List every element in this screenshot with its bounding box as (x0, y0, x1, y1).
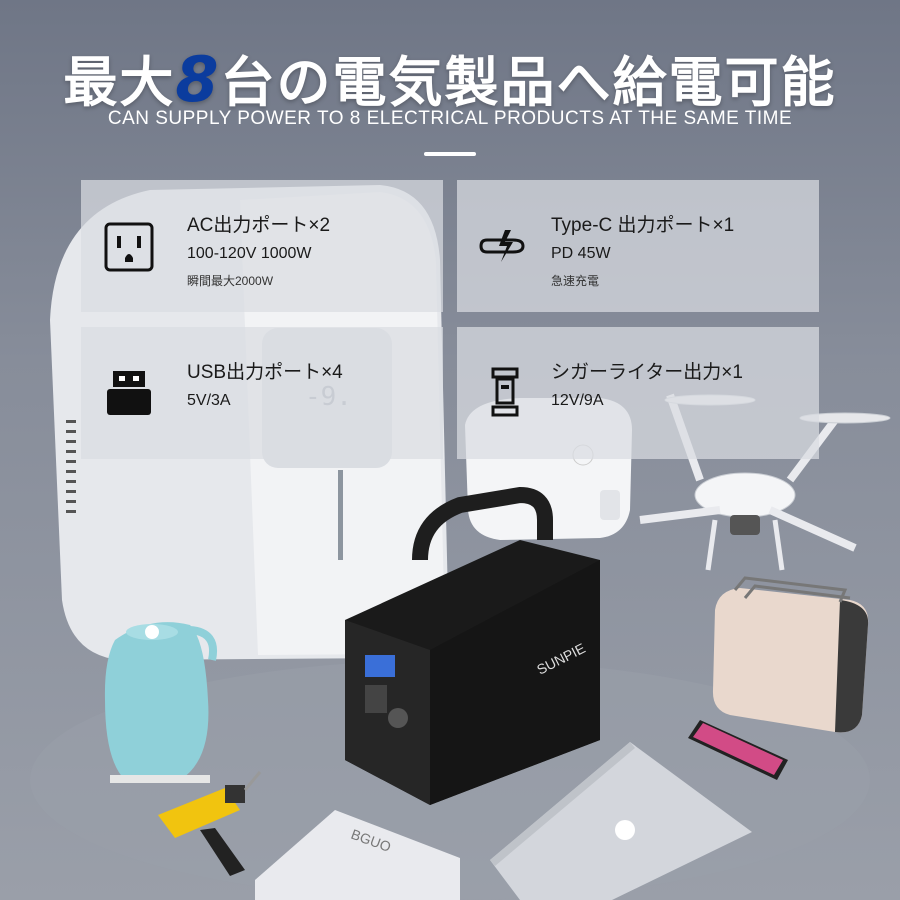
title-suffix: 台の電気製品へ給電可能 (220, 51, 837, 114)
title-prefix: 最大 (63, 51, 176, 114)
title-divider (424, 152, 476, 156)
cigarette-lighter-output-spec: 12V/9A (551, 392, 604, 409)
projector-image: BGUO (255, 810, 460, 900)
page-subtitle: CAN SUPPLY POWER TO 8 ELECTRICAL PRODUCT… (107, 108, 793, 129)
cigarette-lighter-output-card: シガーライター出力×1 12V/9A (457, 327, 819, 459)
type-c-plug-icon (479, 230, 525, 262)
power-station-image: SUNPIE (345, 486, 600, 805)
page-title: 最大8台の電気製品へ給電可能 (0, 38, 900, 117)
toaster-image (712, 576, 869, 733)
ac-output-title: AC出力ポート×2 (187, 215, 331, 236)
ac-output-card: AC出力ポート×2 100-120V 1000W 瞬間最大2000W (81, 180, 443, 312)
type-c-output-spec: PD 45W (551, 245, 611, 262)
smartphone-image (688, 720, 788, 780)
title-number: 8 (175, 43, 221, 116)
cigarette-lighter-output-title: シガーライター出力×1 (551, 362, 743, 383)
power-drill-image (158, 771, 262, 876)
ac-outlet-icon (104, 222, 154, 272)
cigarette-lighter-icon (491, 367, 519, 417)
electric-kettle-image (104, 622, 217, 783)
type-c-output-card: Type-C 出力ポート×1 PD 45W 急速充電 (457, 180, 819, 312)
laptop-image (490, 742, 752, 900)
usb-output-card: USB出力ポート×4 5V/3A (81, 327, 443, 459)
ac-output-note: 瞬間最大2000W (187, 274, 274, 288)
usb-output-title: USB出力ポート×4 (187, 362, 343, 383)
type-c-output-note: 急速充電 (551, 274, 600, 288)
usb-output-spec: 5V/3A (187, 392, 231, 409)
ac-output-spec: 100-120V 1000W (187, 245, 312, 262)
type-c-output-title: Type-C 出力ポート×1 (551, 215, 735, 236)
usb-plug-icon (107, 371, 151, 415)
